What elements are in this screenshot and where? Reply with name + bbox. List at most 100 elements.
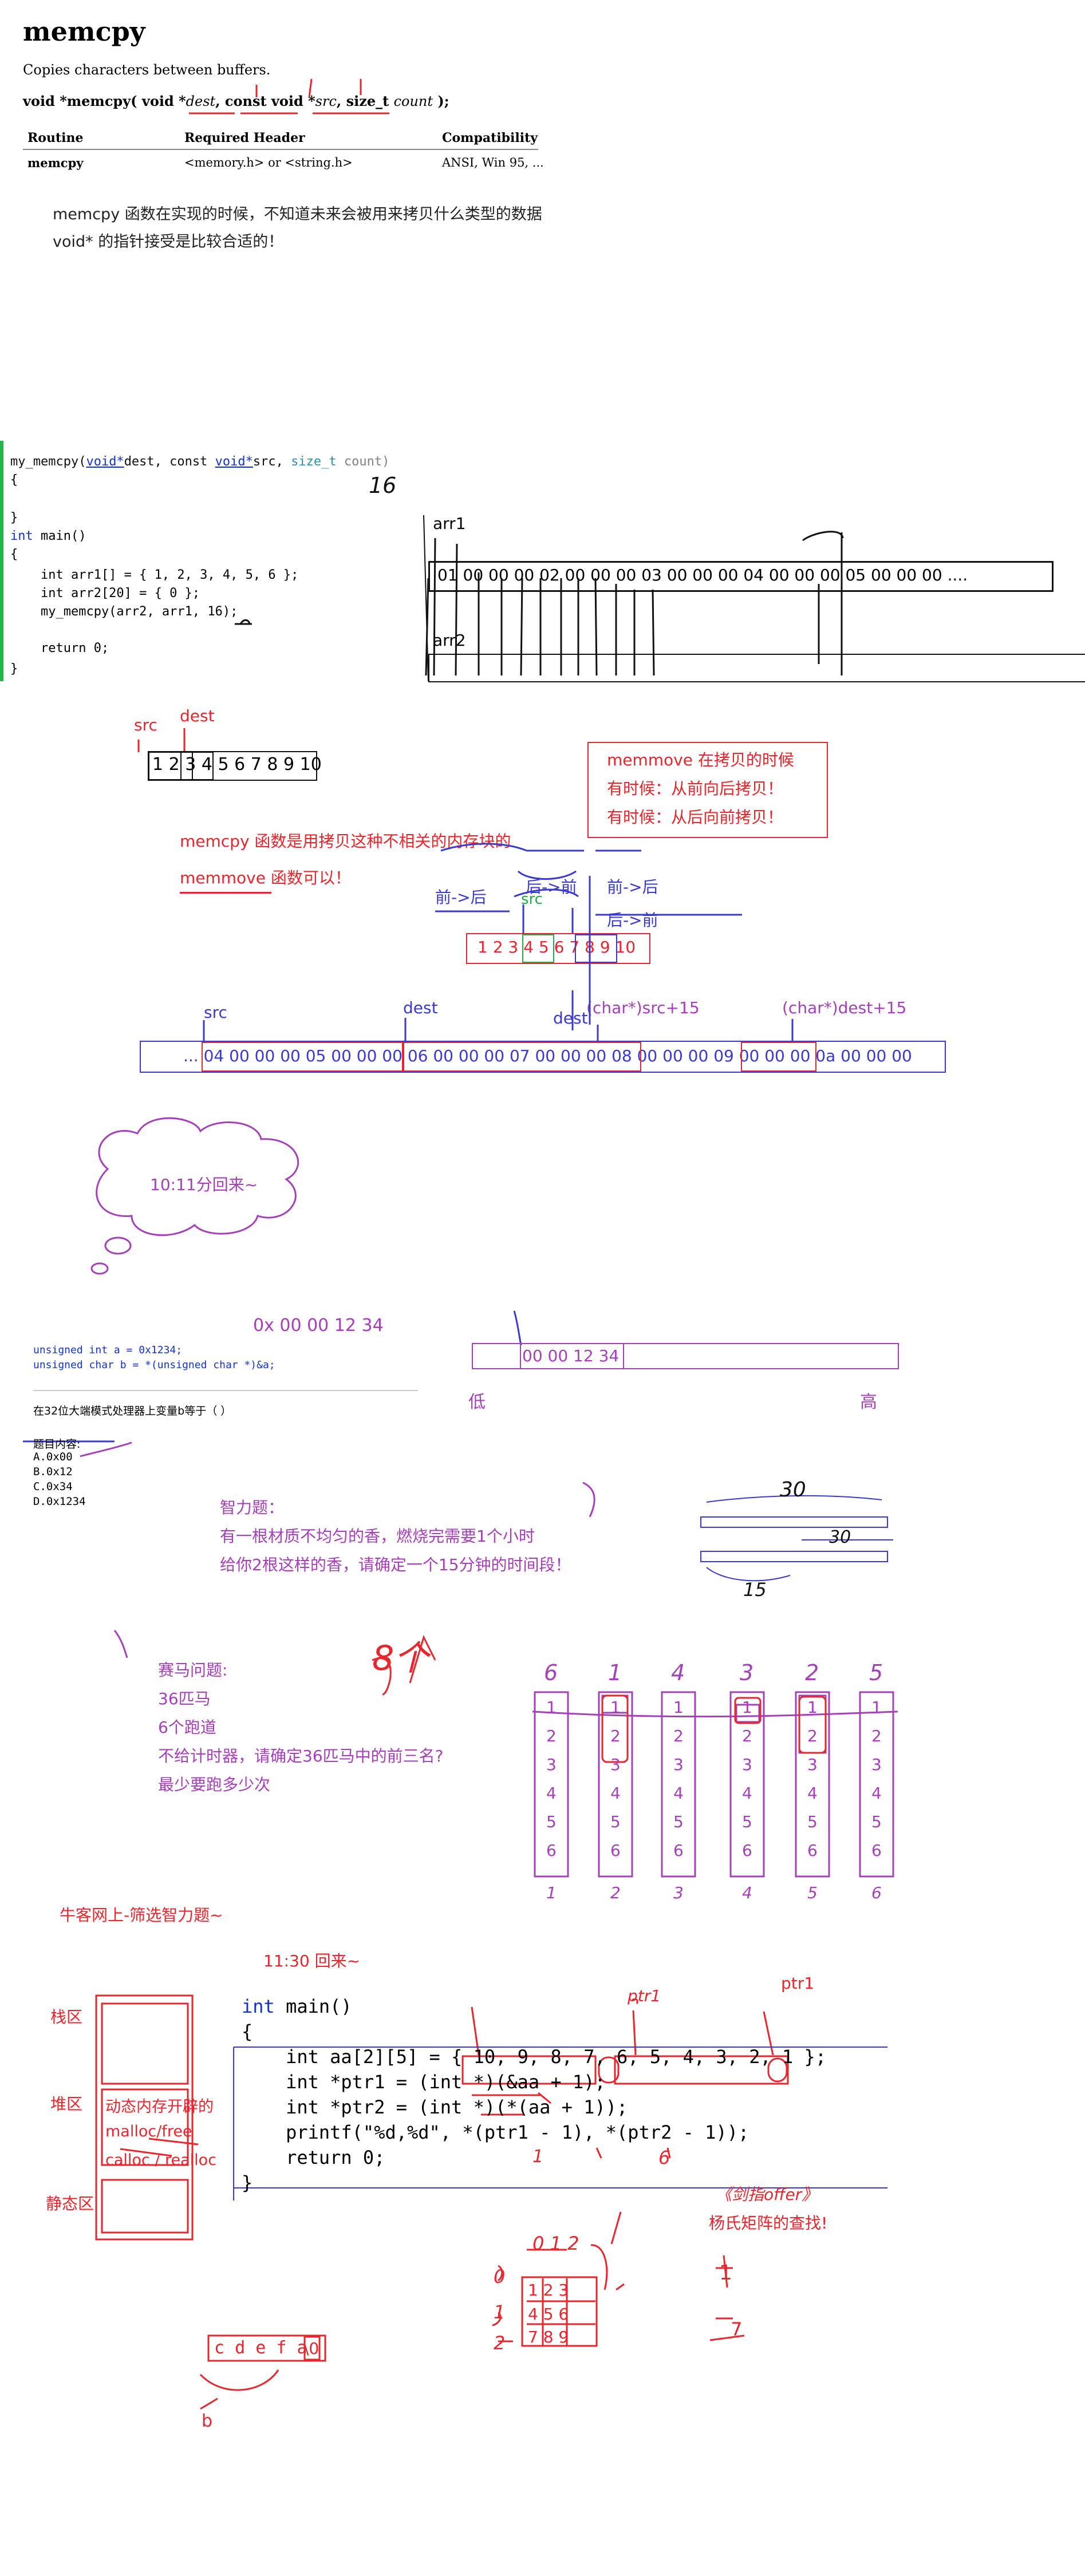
race-cell: 4 (546, 1784, 557, 1803)
race-col-top: 1 (608, 1660, 622, 1685)
mem-dest2-label: dest (553, 1009, 588, 1028)
puzzle2-line-3: 不给计时器，请确定36匹马中的前三名? (158, 1747, 444, 1765)
puzzle2-line-2: 6个跑道 (158, 1718, 216, 1737)
race-cell: 5 (871, 1812, 882, 1831)
endian-option-b[interactable]: B.0x12 (33, 1465, 73, 1478)
puzzle2-line-1: 36匹马 (158, 1689, 211, 1708)
race-col-bottom: 6 (871, 1883, 882, 1902)
code1-line: { (10, 473, 18, 487)
dir-front-back-1: 前->后 (435, 888, 487, 907)
race-col-top: 3 (740, 1660, 754, 1685)
race-cell: 3 (546, 1755, 557, 1774)
race-cell: 5 (742, 1812, 752, 1831)
race-cell: 6 (546, 1841, 557, 1860)
heap-line-3: calloc / realloc (105, 2151, 217, 2169)
race-col-bottom: 1 (546, 1883, 557, 1902)
race-cell: 3 (742, 1755, 752, 1774)
mem-bytes: ... 04 00 00 00 05 00 00 00 06 00 00 00 … (183, 1046, 912, 1065)
endian-option-d[interactable]: D.0x1234 (33, 1495, 86, 1508)
doc-table-row-clip: memcpy <memory.h> or <string.h> ANSI, Wi… (23, 151, 544, 170)
doc-table-header-compat: Compatibility (442, 131, 538, 145)
race-col-bottom: 4 (742, 1883, 752, 1902)
digits-1: 1 2 3 4 5 6 7 8 9 10 (152, 754, 322, 775)
back-1130: 11:30 回来~ (263, 1951, 361, 1970)
handwritten-16: 16 (369, 473, 397, 498)
str-b-label: b (202, 2411, 213, 2431)
mem-dest-region (403, 1042, 641, 1072)
endian-high: 高 (860, 1392, 877, 1412)
race-cell: 5 (546, 1812, 557, 1831)
code1-line: } (10, 511, 18, 525)
race-cell: 3 (610, 1755, 621, 1774)
mem-src-region (202, 1042, 403, 1072)
matrix-col-headers: 0 1 2 (532, 2233, 579, 2254)
code2-line: { (242, 2021, 253, 2042)
static-label: 静态区 (46, 2194, 94, 2213)
note-line-1: memcpy 函数在实现的时候，不知道未来会被用来拷贝什么类型的数据 (53, 206, 542, 223)
side-note-7: 7 (731, 2318, 743, 2340)
race-cell: 4 (742, 1784, 752, 1803)
incense-30: 30 (780, 1478, 806, 1502)
race-col-top: 6 (544, 1660, 558, 1685)
code2-aa: int aa[2][5] = { 10, 9, 8, 7, 6, 5, 4, 3… (242, 2046, 827, 2068)
ptr1-label-2: ptr1 (781, 1974, 815, 1993)
memmove-ok: memmove 函数可以！ (180, 868, 351, 887)
str-chars: c d e f a (214, 2338, 307, 2358)
mem-bytes-box (140, 1041, 946, 1073)
race-cell: 4 (673, 1784, 684, 1803)
memmove-note-box (587, 742, 828, 838)
ptr1-label-1: ptr1 (628, 1986, 661, 2005)
memmove-note-3: 有时候：从后向前拷贝！ (607, 808, 784, 827)
race-cell: 4 (807, 1784, 818, 1803)
doc-signature: void *memcpy( void *dest, const void *sr… (23, 93, 449, 109)
matrix-row-0: 1 2 3 (528, 2281, 569, 2300)
memmove-note-1: memmove 在拷贝的时候 (607, 750, 794, 769)
race-cell: 4 (871, 1784, 882, 1803)
endian-low: 低 (468, 1392, 486, 1412)
endian-code-2: unsigned char b = *(unsigned char *)&a; (33, 1359, 275, 1371)
matrix-row-idx-2: 2 (494, 2332, 506, 2354)
doc-title: memcpy (23, 16, 145, 47)
race-cell: 6 (742, 1841, 752, 1860)
doc-row-header: <memory.h> or <string.h> (184, 156, 353, 169)
arr2-label: arr2 (433, 631, 466, 650)
offer-subtitle: 杨氏矩阵的查找! (709, 2214, 828, 2233)
race-col-bottom: 5 (807, 1883, 818, 1902)
str-terminator: \0 (303, 2339, 319, 2358)
digits-2-dest-highlight (575, 934, 617, 963)
race-cell: 4 (610, 1784, 621, 1803)
code1-line: } (10, 662, 18, 676)
puzzle1-line-2: 给你2根这样的香，请确定一个15分钟的时间段！ (220, 1555, 571, 1574)
arr2-memory-box (428, 654, 1085, 682)
endian-code-1: unsigned int a = 0x1234; (33, 1344, 183, 1356)
race-col-top: 2 (805, 1660, 819, 1685)
race-cell: 2 (871, 1726, 882, 1745)
mem-dest-label: dest (403, 998, 438, 1017)
race-cell: 1 (546, 1698, 557, 1717)
code1-return: return 0; (10, 641, 109, 655)
race-cell: 1 (742, 1698, 752, 1717)
doc-row-routine: memcpy (27, 156, 84, 170)
digits-box-2 (466, 933, 650, 964)
arr1-memory-box (428, 561, 1054, 592)
race-cell: 5 (807, 1812, 818, 1831)
doc-description: Copies characters between buffers. (23, 62, 271, 78)
mem-src-label: src (204, 1003, 227, 1022)
arr1-bytes: 01 00 00 00 02 00 00 00 03 00 00 00 04 0… (437, 566, 968, 584)
digits-2-src-highlight (522, 934, 554, 963)
code2-printf: printf("%d,%d", *(ptr1 - 1), *(ptr2 - 1)… (242, 2121, 749, 2143)
endian-option-c[interactable]: C.0x34 (33, 1480, 73, 1493)
doc-table-divider (23, 149, 538, 150)
endian-bytes: 00 00 12 34 (522, 1346, 620, 1365)
offer-title: 《剑指offer》 (716, 2185, 818, 2204)
code1-call: my_memcpy(arr2, arr1, 16); (10, 605, 238, 619)
race-cell: 3 (871, 1755, 882, 1774)
puzzle2-line-4: 最少要跑多少次 (158, 1775, 271, 1794)
code2-return: return 0; (242, 2147, 385, 2168)
endian-option-a[interactable]: A.0x00 (33, 1451, 73, 1463)
nowcoder-note: 牛客网上-筛选智力题~ (60, 1906, 223, 1925)
incense-15: 15 (743, 1579, 767, 1601)
doc-table-header-header: Required Header (184, 131, 305, 145)
endian-mem-box (472, 1343, 899, 1369)
race-cell: 5 (673, 1812, 684, 1831)
